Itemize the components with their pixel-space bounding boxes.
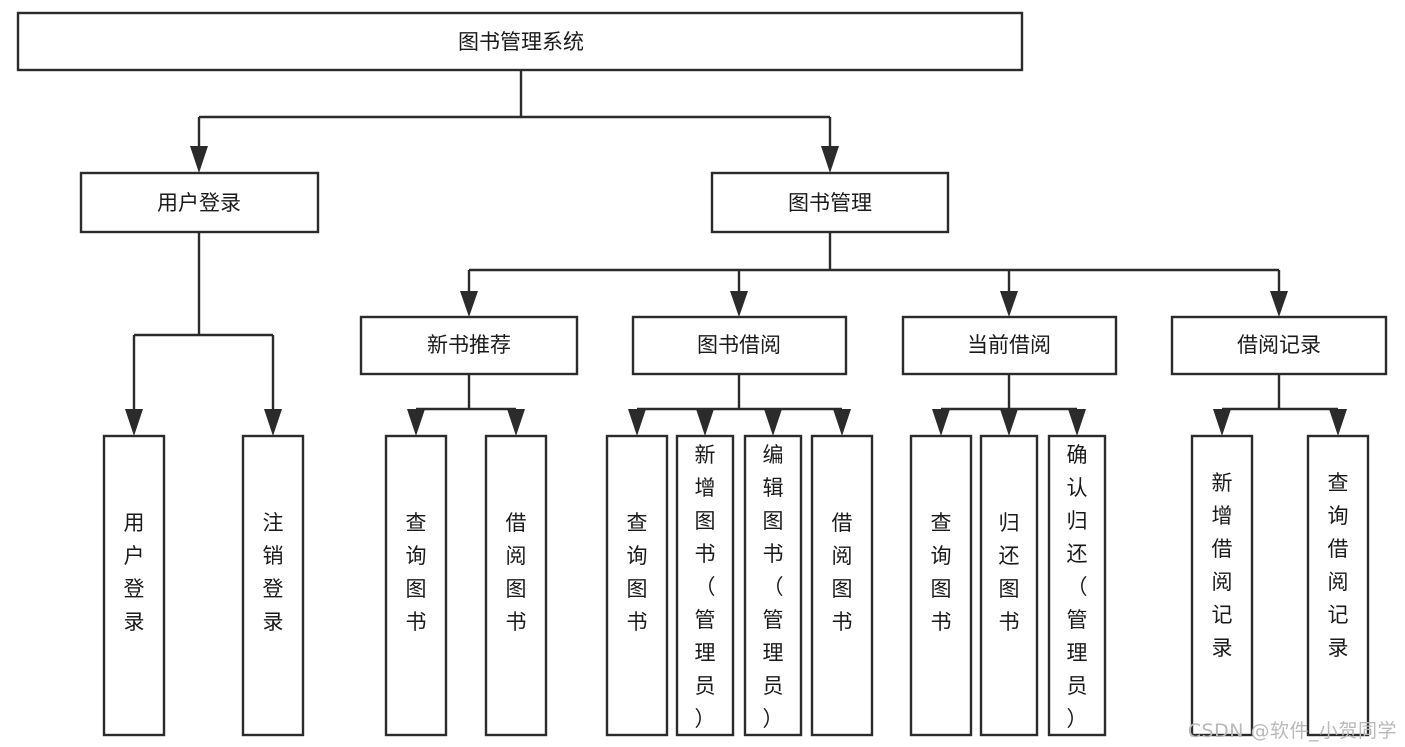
node-leaf-user-login[interactable]: 用户登录: [102, 434, 166, 737]
node-root[interactable]: 图书管理系统: [16, 11, 1024, 72]
node-borrow-record[interactable]: 借阅记录: [1170, 315, 1388, 376]
node-new-book-rec-label: 新书推荐: [427, 333, 511, 357]
node-leaf-query-book-1-box[interactable]: [384, 434, 448, 737]
arrow-head-leaf-borrow-book-1: [507, 409, 525, 436]
node-leaf-return-book-label: 归还图书: [999, 511, 1020, 634]
arrow-head-leaf-confirm-return: [1068, 409, 1086, 436]
node-leaf-query-record[interactable]: 查询借阅记录: [1306, 434, 1370, 737]
node-leaf-query-book-3[interactable]: 查询图书: [909, 434, 973, 737]
node-leaf-edit-book-label: 编辑图书（管理员）: [763, 443, 784, 731]
node-book-manage[interactable]: 图书管理: [710, 171, 950, 234]
arrow-head-leaf-query-book-2: [628, 409, 646, 436]
node-leaf-query-book-1-label: 查询图书: [406, 511, 427, 634]
node-user-login[interactable]: 用户登录: [79, 171, 320, 234]
node-leaf-query-book-3-label: 查询图书: [931, 511, 952, 634]
node-new-book-rec[interactable]: 新书推荐: [359, 315, 579, 376]
node-leaf-query-book-1[interactable]: 查询图书: [384, 434, 448, 737]
node-book-borrow-label: 图书借阅: [697, 333, 781, 357]
node-leaf-confirm-return-label: 确认归还（管理员）: [1067, 443, 1088, 731]
node-leaf-borrow-book-2[interactable]: 借阅图书: [810, 434, 874, 737]
node-borrow-record-box[interactable]: [1170, 315, 1388, 376]
node-leaf-confirm-return[interactable]: 确认归还（管理员）: [1047, 434, 1107, 737]
arrow-head-leaf-query-record: [1329, 409, 1347, 436]
arrow-head-leaf-query-book-3: [932, 409, 950, 436]
node-current-borrow-box[interactable]: [901, 315, 1118, 376]
arrow-head-leaf-add-book: [696, 409, 714, 436]
arrow-head-user-login: [190, 146, 208, 173]
node-book-manage-label: 图书管理: [788, 191, 872, 215]
node-leaf-borrow-book-1-label: 借阅图书: [506, 511, 527, 634]
arrow-head-borrow-record: [1270, 291, 1288, 317]
node-borrow-record-label: 借阅记录: [1237, 333, 1321, 357]
node-leaf-add-record-label: 新增借阅记录: [1212, 471, 1233, 660]
arrow-head-leaf-user-login: [125, 409, 143, 436]
node-new-book-rec-box[interactable]: [359, 315, 579, 376]
node-leaf-user-logout-label: 注销登录: [263, 511, 284, 634]
node-leaf-add-book-box[interactable]: [675, 434, 735, 737]
node-leaf-query-record-label: 查询借阅记录: [1328, 471, 1349, 660]
node-leaf-user-login-box[interactable]: [102, 434, 166, 737]
node-leaf-query-record-box[interactable]: [1306, 434, 1370, 737]
arrow-head-book-manage: [821, 146, 839, 173]
connector-layer: [125, 70, 1347, 436]
node-leaf-add-record[interactable]: 新增借阅记录: [1190, 434, 1254, 737]
node-book-manage-box[interactable]: [710, 171, 950, 234]
node-leaf-return-book-box[interactable]: [979, 434, 1039, 737]
arrow-head-leaf-edit-book: [764, 409, 782, 436]
node-leaf-add-book-label: 新增图书（管理员）: [695, 443, 716, 731]
node-leaf-edit-book[interactable]: 编辑图书（管理员）: [743, 434, 803, 737]
arrow-head-leaf-add-record: [1213, 409, 1231, 436]
node-leaf-add-record-box[interactable]: [1190, 434, 1254, 737]
node-leaf-query-book-2[interactable]: 查询图书: [605, 434, 669, 737]
node-current-borrow-label: 当前借阅: [967, 333, 1051, 357]
node-leaf-return-book[interactable]: 归还图书: [979, 434, 1039, 737]
node-current-borrow[interactable]: 当前借阅: [901, 315, 1118, 376]
node-root-label: 图书管理系统: [458, 30, 584, 54]
node-leaf-add-book[interactable]: 新增图书（管理员）: [675, 434, 735, 737]
node-leaf-edit-book-box[interactable]: [743, 434, 803, 737]
arrow-head-leaf-return-book: [1000, 409, 1018, 436]
arrow-head-leaf-query-book-1: [407, 409, 425, 436]
node-book-borrow[interactable]: 图书借阅: [631, 315, 848, 376]
arrow-head-book-borrow: [730, 291, 748, 317]
node-root-box[interactable]: [16, 11, 1024, 72]
node-leaf-user-logout[interactable]: 注销登录: [241, 434, 305, 737]
node-user-login-box[interactable]: [79, 171, 320, 234]
arrow-head-leaf-borrow-book-2: [833, 409, 851, 436]
node-book-borrow-box[interactable]: [631, 315, 848, 376]
node-user-login-label: 用户登录: [157, 191, 241, 215]
node-leaf-borrow-book-1[interactable]: 借阅图书: [484, 434, 548, 737]
arrow-head-new-book-rec: [460, 291, 478, 317]
node-leaf-query-book-3-box[interactable]: [909, 434, 973, 737]
node-leaf-query-book-2-label: 查询图书: [627, 511, 648, 634]
node-leaf-user-login-label: 用户登录: [124, 511, 145, 634]
node-leaf-query-book-2-box[interactable]: [605, 434, 669, 737]
node-leaf-user-logout-box[interactable]: [241, 434, 305, 737]
node-leaf-borrow-book-2-label: 借阅图书: [832, 511, 853, 634]
arrow-head-current-borrow: [1000, 291, 1018, 317]
node-leaf-borrow-book-1-box[interactable]: [484, 434, 548, 737]
leaf-layer: 用户登录 注销登录 查询图书 借阅图书 查询图书 新增图书（管理员）: [102, 434, 1370, 737]
node-leaf-borrow-book-2-box[interactable]: [810, 434, 874, 737]
node-leaf-confirm-return-box[interactable]: [1047, 434, 1107, 737]
arrow-head-leaf-user-logout: [264, 409, 282, 436]
